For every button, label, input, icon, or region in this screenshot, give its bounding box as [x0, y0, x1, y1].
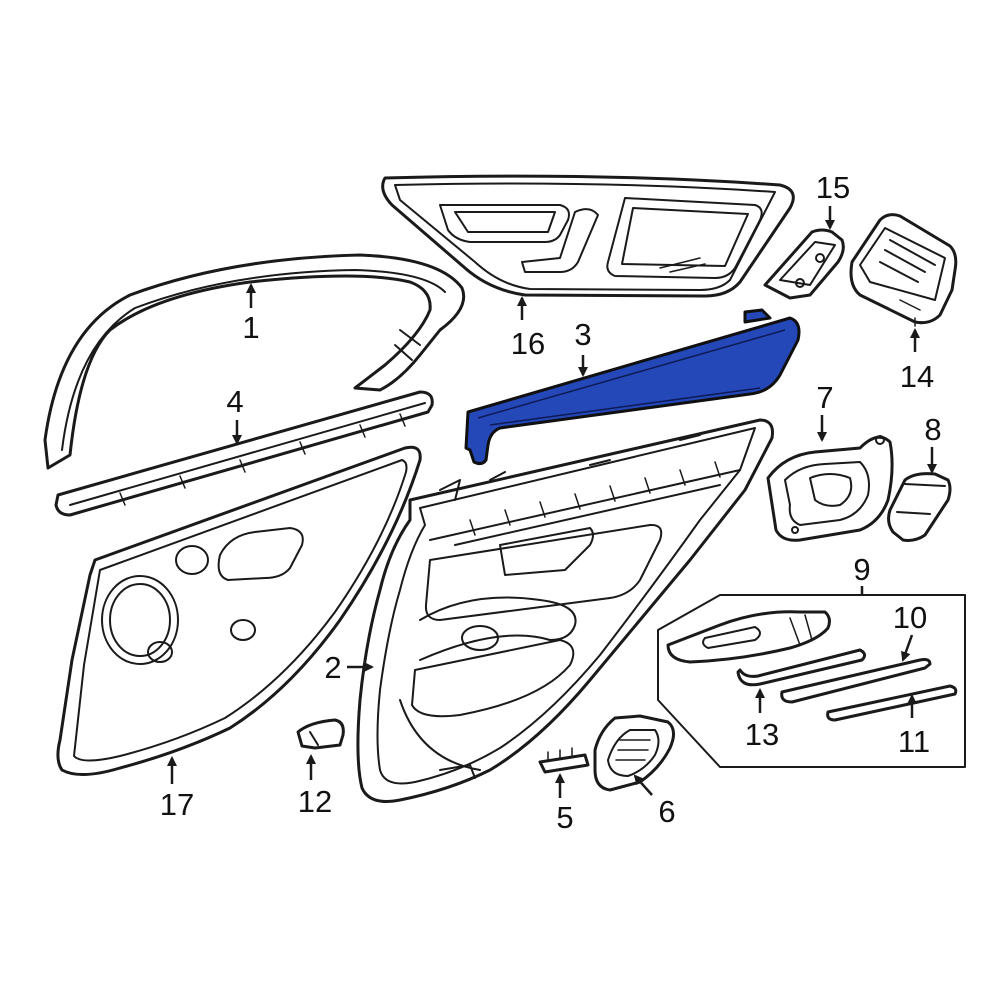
callout-8: 8 [924, 412, 941, 447]
part-5-bracket [538, 747, 590, 774]
callout-14: 14 [900, 359, 934, 394]
leader-lines [167, 206, 937, 798]
leader-10 [901, 634, 914, 662]
leader-6 [633, 774, 653, 796]
callout-6: 6 [658, 794, 675, 829]
part-6-speaker-grille [593, 714, 675, 792]
part-15-switch-bezel [763, 228, 845, 300]
part-12-clip [296, 718, 345, 750]
callout-13: 13 [745, 717, 779, 752]
callout-2: 2 [324, 650, 341, 685]
callout-10: 10 [893, 600, 927, 635]
callout-7: 7 [816, 380, 833, 415]
part-14-window-switch [849, 213, 958, 327]
callout-11: 11 [898, 724, 930, 759]
callout-16: 16 [511, 326, 545, 361]
callout-12: 12 [298, 784, 332, 819]
callout-5: 5 [556, 800, 573, 835]
part-13-trim-strip [736, 648, 867, 687]
part-4-belt-molding [54, 390, 434, 517]
part-8-lock-bezel [887, 472, 952, 542]
part-9-group-box [657, 594, 966, 768]
part-10-trim-strip [780, 658, 932, 704]
callout-4: 4 [226, 384, 243, 419]
part-2-door-trim-panel [356, 418, 774, 803]
callout-1: 1 [242, 310, 259, 345]
part-7-inner-handle-housing [766, 435, 894, 542]
callout-17: 17 [160, 787, 194, 822]
part-1-door-frame-seal [43, 253, 466, 470]
part-3-armrest-trim-highlighted [464, 308, 801, 466]
callout-3: 3 [574, 317, 591, 352]
callout-15: 15 [816, 170, 850, 205]
part-11-trim-strip [826, 684, 958, 722]
part-9-armrest-pad [666, 610, 831, 664]
part-17-water-shield [56, 445, 422, 776]
callout-labels: 1 2 3 4 5 6 7 8 9 10 11 12 13 14 15 16 1… [160, 170, 942, 835]
callout-9: 9 [853, 552, 870, 587]
part-16-upper-trim-panel [381, 174, 795, 298]
